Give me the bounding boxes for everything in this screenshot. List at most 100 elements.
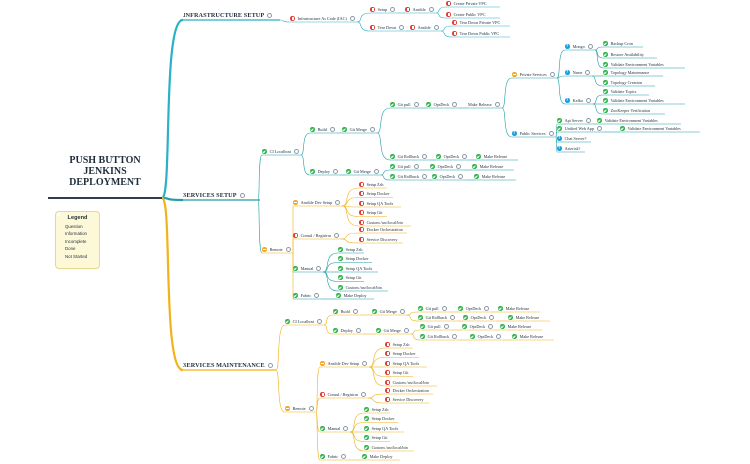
collapse-toggle-icon[interactable] <box>452 333 458 339</box>
section-infrastructure[interactable]: INFRASTRUCTURE SETUP <box>180 12 273 20</box>
collapse-toggle-icon[interactable] <box>484 305 490 311</box>
collapse-toggle-icon[interactable] <box>587 43 593 49</box>
collapse-toggle-icon[interactable] <box>458 173 464 179</box>
node-backup-cron[interactable]: Backup Cron <box>603 41 633 47</box>
node-mt-b-rb[interactable]: Git Rollback <box>418 314 456 321</box>
node-mt-build-gm[interactable]: Git Merge <box>372 308 405 315</box>
node-mongo[interactable]: Mongo <box>565 43 593 50</box>
node-mt-m-custom[interactable]: Custom /usr/local/bin <box>364 445 408 451</box>
collapse-toggle-icon[interactable] <box>585 69 591 75</box>
collapse-toggle-icon[interactable] <box>341 453 347 459</box>
node-iac[interactable]: Infrastructure As Code (IAC) <box>290 15 355 22</box>
node-d-make[interactable]: Make Release <box>472 164 503 170</box>
collapse-toggle-icon[interactable] <box>456 163 462 169</box>
collapse-toggle-icon[interactable] <box>329 126 335 132</box>
node-validate-env2[interactable]: Validate Environment Variables <box>603 98 664 104</box>
collapse-toggle-icon[interactable] <box>343 425 349 431</box>
collapse-toggle-icon[interactable] <box>549 71 555 77</box>
collapse-toggle-icon[interactable] <box>355 327 361 333</box>
node-public-services[interactable]: Public Services <box>512 130 554 137</box>
node-mt-a-qa[interactable]: Setup QA Tools <box>385 361 419 367</box>
node-mt-m-docker[interactable]: Setup Docker <box>364 416 395 422</box>
root-topic[interactable]: PUSH BUTTON JENKINS DEPLOYMENT <box>50 155 160 188</box>
collapse-toggle-icon[interactable] <box>349 15 355 21</box>
node-mt-svc-disc[interactable]: Service Discovery <box>385 397 423 403</box>
node-d-rb-make[interactable]: Make Release <box>474 174 505 180</box>
node-create-public[interactable]: Create Public VPC <box>446 12 485 18</box>
node-manual[interactable]: Manual <box>293 265 322 272</box>
node-unified-web[interactable]: Unified Web App <box>557 125 602 132</box>
node-kafka[interactable]: Kafka <box>565 97 591 104</box>
collapse-toggle-icon[interactable] <box>496 333 502 339</box>
node-mt-b-pull[interactable]: Git pull <box>418 305 447 312</box>
node-create-private[interactable]: Create Private VPC <box>446 1 487 7</box>
collapse-toggle-icon[interactable] <box>488 323 494 329</box>
node-api-server[interactable]: Api Server <box>557 117 591 124</box>
collapse-toggle-icon[interactable] <box>390 6 396 12</box>
collapse-toggle-icon[interactable] <box>267 363 273 368</box>
node-m-git[interactable]: Setup Git <box>338 275 362 281</box>
collapse-toggle-icon[interactable] <box>334 232 340 238</box>
collapse-toggle-icon[interactable] <box>548 130 554 136</box>
node-mt-build[interactable]: Build <box>333 308 358 315</box>
collapse-toggle-icon[interactable] <box>399 308 405 314</box>
collapse-toggle-icon[interactable] <box>335 199 341 205</box>
node-mt-d-pull[interactable]: Git pull <box>420 323 449 330</box>
collapse-toggle-icon[interactable] <box>422 153 428 159</box>
node-m-qa[interactable]: Setup QA Tools <box>338 266 372 272</box>
node-ad-docker[interactable]: Setup Docker <box>359 191 390 197</box>
collapse-toggle-icon[interactable] <box>443 323 449 329</box>
node-mt-deploy-gm[interactable]: Git Merge <box>376 327 409 334</box>
collapse-toggle-icon[interactable] <box>452 101 458 107</box>
node-d-rollback[interactable]: Git Rollback <box>390 173 428 180</box>
node-mt-b-rb-make[interactable]: Make Release <box>508 315 539 321</box>
node-zookeeper[interactable]: ZooKeeper Verification <box>603 108 650 114</box>
node-build-gitmerge[interactable]: Git Merge <box>342 126 375 133</box>
node-deploy-gitmerge[interactable]: Git Merge <box>346 168 379 175</box>
collapse-toggle-icon[interactable] <box>585 117 591 123</box>
node-mt-a-docker[interactable]: Setup Docker <box>385 351 416 357</box>
node-remote[interactable]: Remote <box>262 246 291 253</box>
collapse-toggle-icon[interactable] <box>316 265 322 271</box>
node-ansible-dev[interactable]: Ansible Dev Setup <box>293 199 341 206</box>
node-topology-creation[interactable]: Topology Creation <box>603 80 642 86</box>
node-mt-docker-orch[interactable]: Docker Orchestration <box>385 388 429 394</box>
node-mt-b-make[interactable]: Make Release <box>498 306 529 312</box>
node-d-gitpull[interactable]: Git pull <box>390 163 419 170</box>
node-validate-env1[interactable]: Validate Environment Variables <box>603 62 664 68</box>
node-mt-a-git[interactable]: Setup Git <box>385 370 409 376</box>
node-validate-env4[interactable]: Validate Environment Variables <box>620 126 681 132</box>
node-chat-server[interactable]: Chat Server? <box>557 135 586 142</box>
collapse-toggle-icon[interactable] <box>267 13 273 18</box>
node-mt-m-git[interactable]: Setup Git <box>364 435 388 441</box>
node-mt-m-zsh[interactable]: Setup Zsh <box>364 407 388 413</box>
collapse-toggle-icon[interactable] <box>308 405 314 411</box>
collapse-toggle-icon[interactable] <box>399 24 405 30</box>
collapse-toggle-icon[interactable] <box>413 101 419 107</box>
node-setup[interactable]: Setup <box>370 6 396 13</box>
node-validate-env3[interactable]: Validate Environment Variables <box>597 118 658 124</box>
node-ad-custom[interactable]: Custom /usr/local/bin <box>359 220 403 226</box>
node-mt-d-rb-make[interactable]: Make Release <box>512 334 543 340</box>
node-topology-maint[interactable]: Topology Maintenance <box>603 70 649 76</box>
collapse-toggle-icon[interactable] <box>585 97 591 103</box>
collapse-toggle-icon[interactable] <box>413 163 419 169</box>
node-make-release[interactable]: Make Release <box>468 101 500 108</box>
node-asterisk[interactable]: Asterisk? <box>557 145 580 152</box>
node-restore-avail[interactable]: Restore Availability <box>603 52 644 58</box>
collapse-toggle-icon[interactable] <box>489 314 495 320</box>
node-mt-ci[interactable]: CI Localhost <box>285 318 323 325</box>
node-opsdeck[interactable]: OpsDeck <box>426 101 458 108</box>
node-deploy[interactable]: Deploy <box>310 168 338 175</box>
collapse-toggle-icon[interactable] <box>352 308 358 314</box>
collapse-toggle-icon[interactable] <box>462 153 468 159</box>
node-nsm[interactable]: Nsme <box>565 69 591 76</box>
collapse-toggle-icon[interactable] <box>369 126 375 132</box>
node-mt-m-qa[interactable]: Setup QA Tools <box>364 426 398 432</box>
node-gitpull[interactable]: Git pull <box>390 101 419 108</box>
node-mt-d-rb[interactable]: Git Rollback <box>420 333 458 340</box>
node-mt-d-rb-ops[interactable]: OpsDeck <box>470 333 502 340</box>
node-mt-b-rb-ops[interactable]: OpsDeck <box>463 314 495 321</box>
collapse-toggle-icon[interactable] <box>317 318 323 324</box>
node-mt-consul[interactable]: Consul / Registrar <box>320 391 367 398</box>
